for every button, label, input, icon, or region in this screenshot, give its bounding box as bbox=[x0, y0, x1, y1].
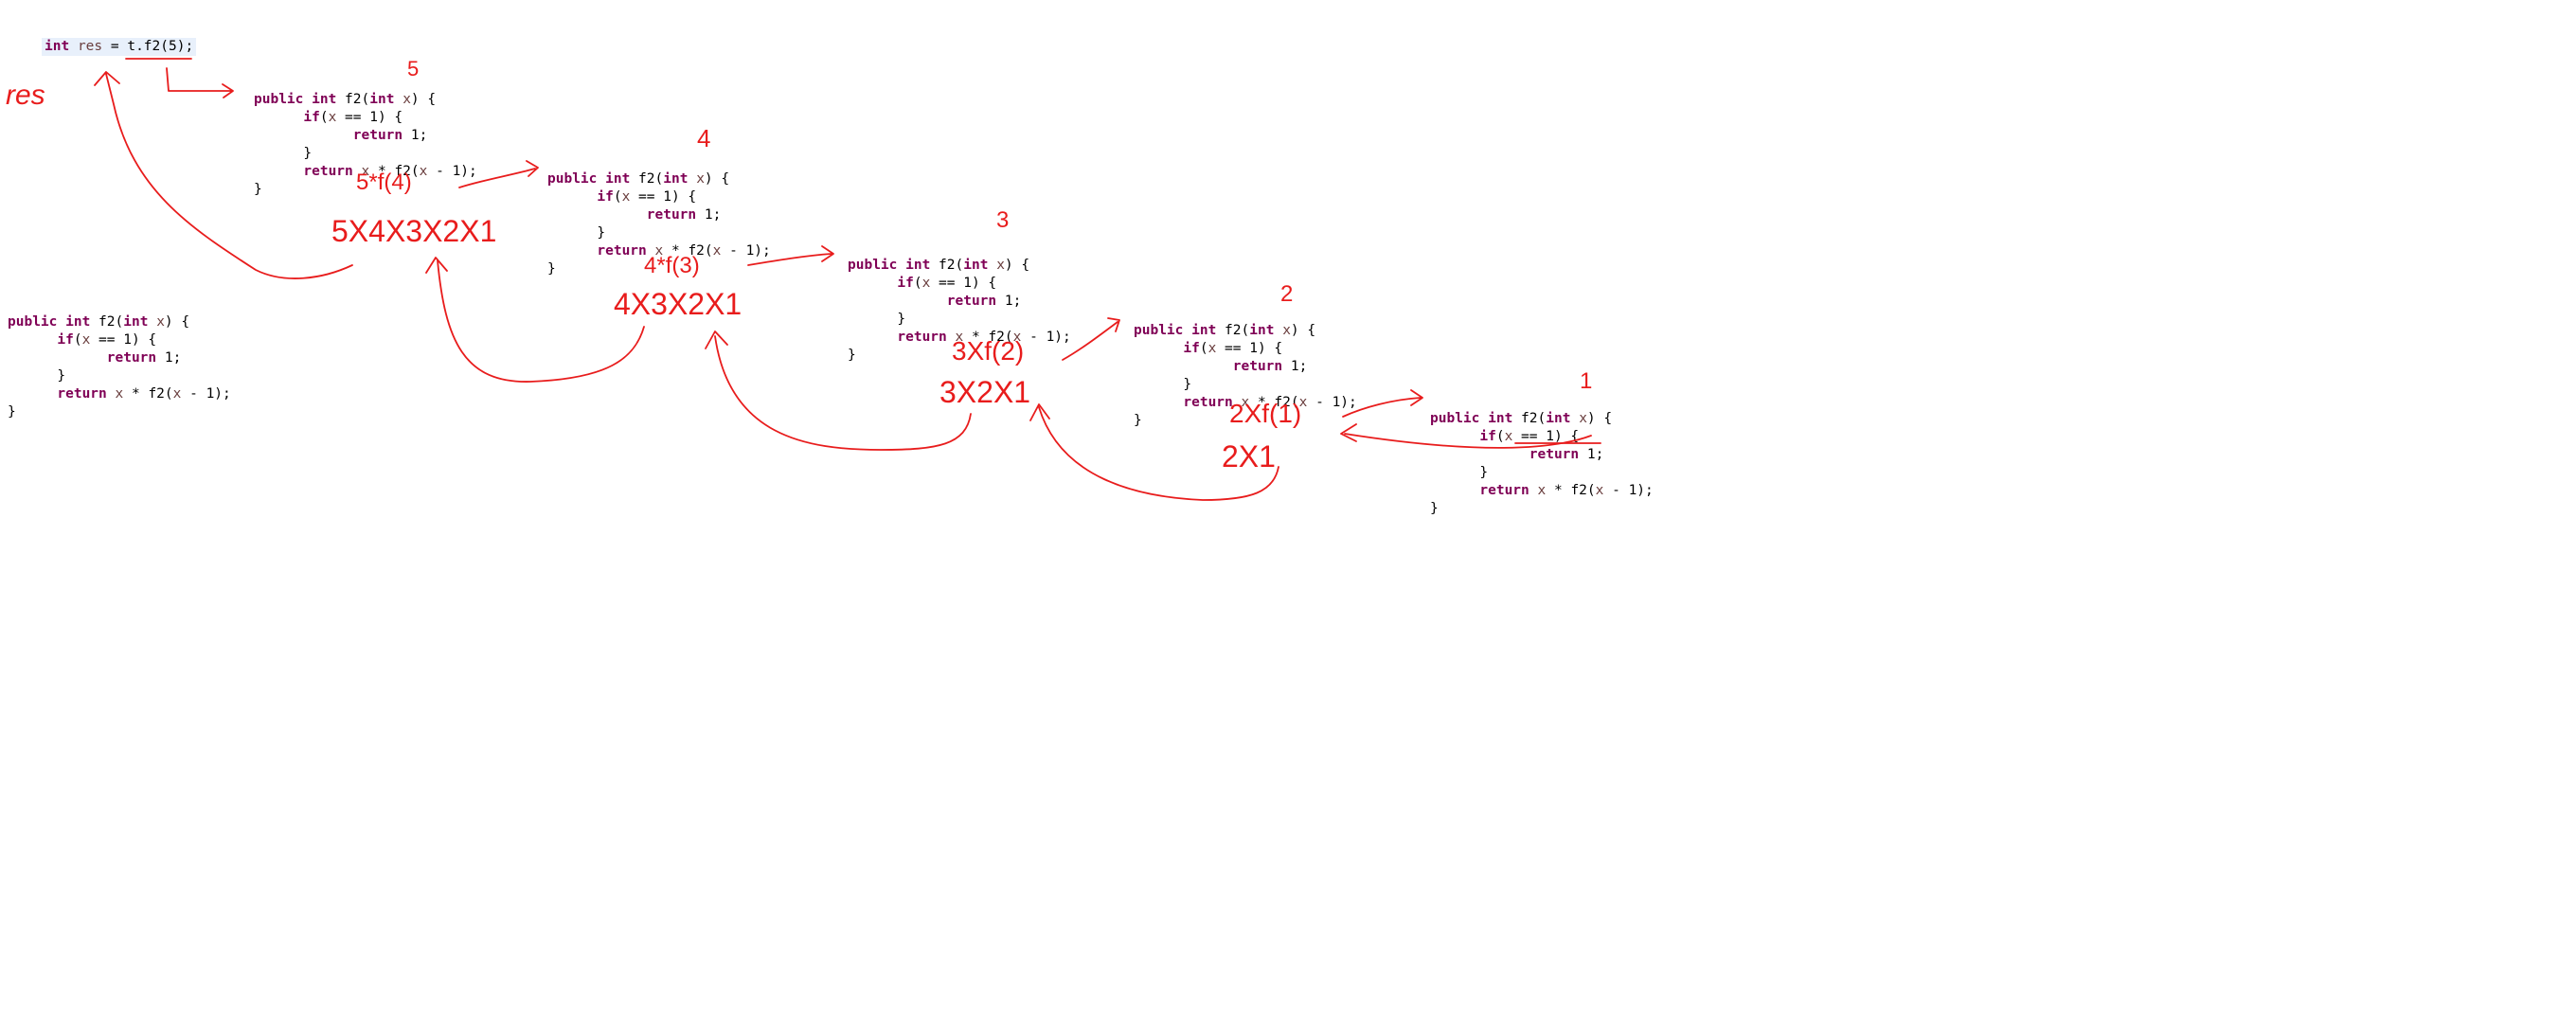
type-keyword: int bbox=[45, 39, 70, 54]
annotation-5: 5 bbox=[407, 57, 419, 80]
code-block-call-4: public int f2(int x) { if(x == 1) { retu… bbox=[547, 171, 771, 277]
res-variable: res bbox=[77, 39, 103, 54]
arrow-frame4-to-frame3 bbox=[747, 245, 834, 266]
top-statement: int res = t.f2(5); bbox=[42, 38, 197, 56]
call-4-note: 4*f(3) bbox=[644, 253, 700, 278]
arrow-frame5-to-frame4 bbox=[458, 160, 539, 188]
arrow-return-to-res bbox=[94, 71, 353, 279]
annotation-4: 4 bbox=[697, 124, 710, 152]
code-block-call-1: public int f2(int x) { if(x == 1) { retu… bbox=[1430, 411, 1654, 516]
annotation-3: 3 bbox=[996, 207, 1009, 233]
arrow-frame2-to-frame1 bbox=[1342, 389, 1423, 418]
call-2-note: 2Xf(1) bbox=[1229, 399, 1301, 428]
expand-2-note: 2X1 bbox=[1222, 439, 1276, 473]
code-block-call-3: public int f2(int x) { if(x == 1) { retu… bbox=[848, 258, 1071, 363]
call-3-note: 3Xf(2) bbox=[952, 336, 1024, 366]
arrow-return-3 bbox=[705, 330, 972, 451]
res-label: res bbox=[6, 80, 45, 111]
arrow-return-4 bbox=[425, 257, 645, 383]
call-5-note: 5*f(4) bbox=[356, 170, 412, 195]
arrow-return-1 bbox=[1340, 423, 1592, 449]
code-block-call-5: public int f2(int x) { if(x == 1) { retu… bbox=[254, 92, 477, 197]
expand-4-note: 4X3X2X1 bbox=[614, 287, 742, 321]
call-expression: t.f2(5); bbox=[127, 39, 194, 54]
arrow-return-2 bbox=[1029, 403, 1279, 501]
code-block-base: public int f2(int x) { if(x == 1) { retu… bbox=[8, 314, 231, 420]
annotation-1: 1 bbox=[1580, 368, 1592, 394]
expand-5-note: 5X4X3X2X1 bbox=[331, 214, 496, 248]
expand-3-note: 3X2X1 bbox=[939, 375, 1030, 409]
arrow-frame3-to-frame2 bbox=[1062, 317, 1120, 361]
assign-operator: = bbox=[102, 39, 128, 54]
code-block-call-2: public int f2(int x) { if(x == 1) { retu… bbox=[1134, 323, 1357, 428]
annotation-2: 2 bbox=[1280, 281, 1293, 307]
arrow-call-to-frame5 bbox=[166, 67, 234, 98]
